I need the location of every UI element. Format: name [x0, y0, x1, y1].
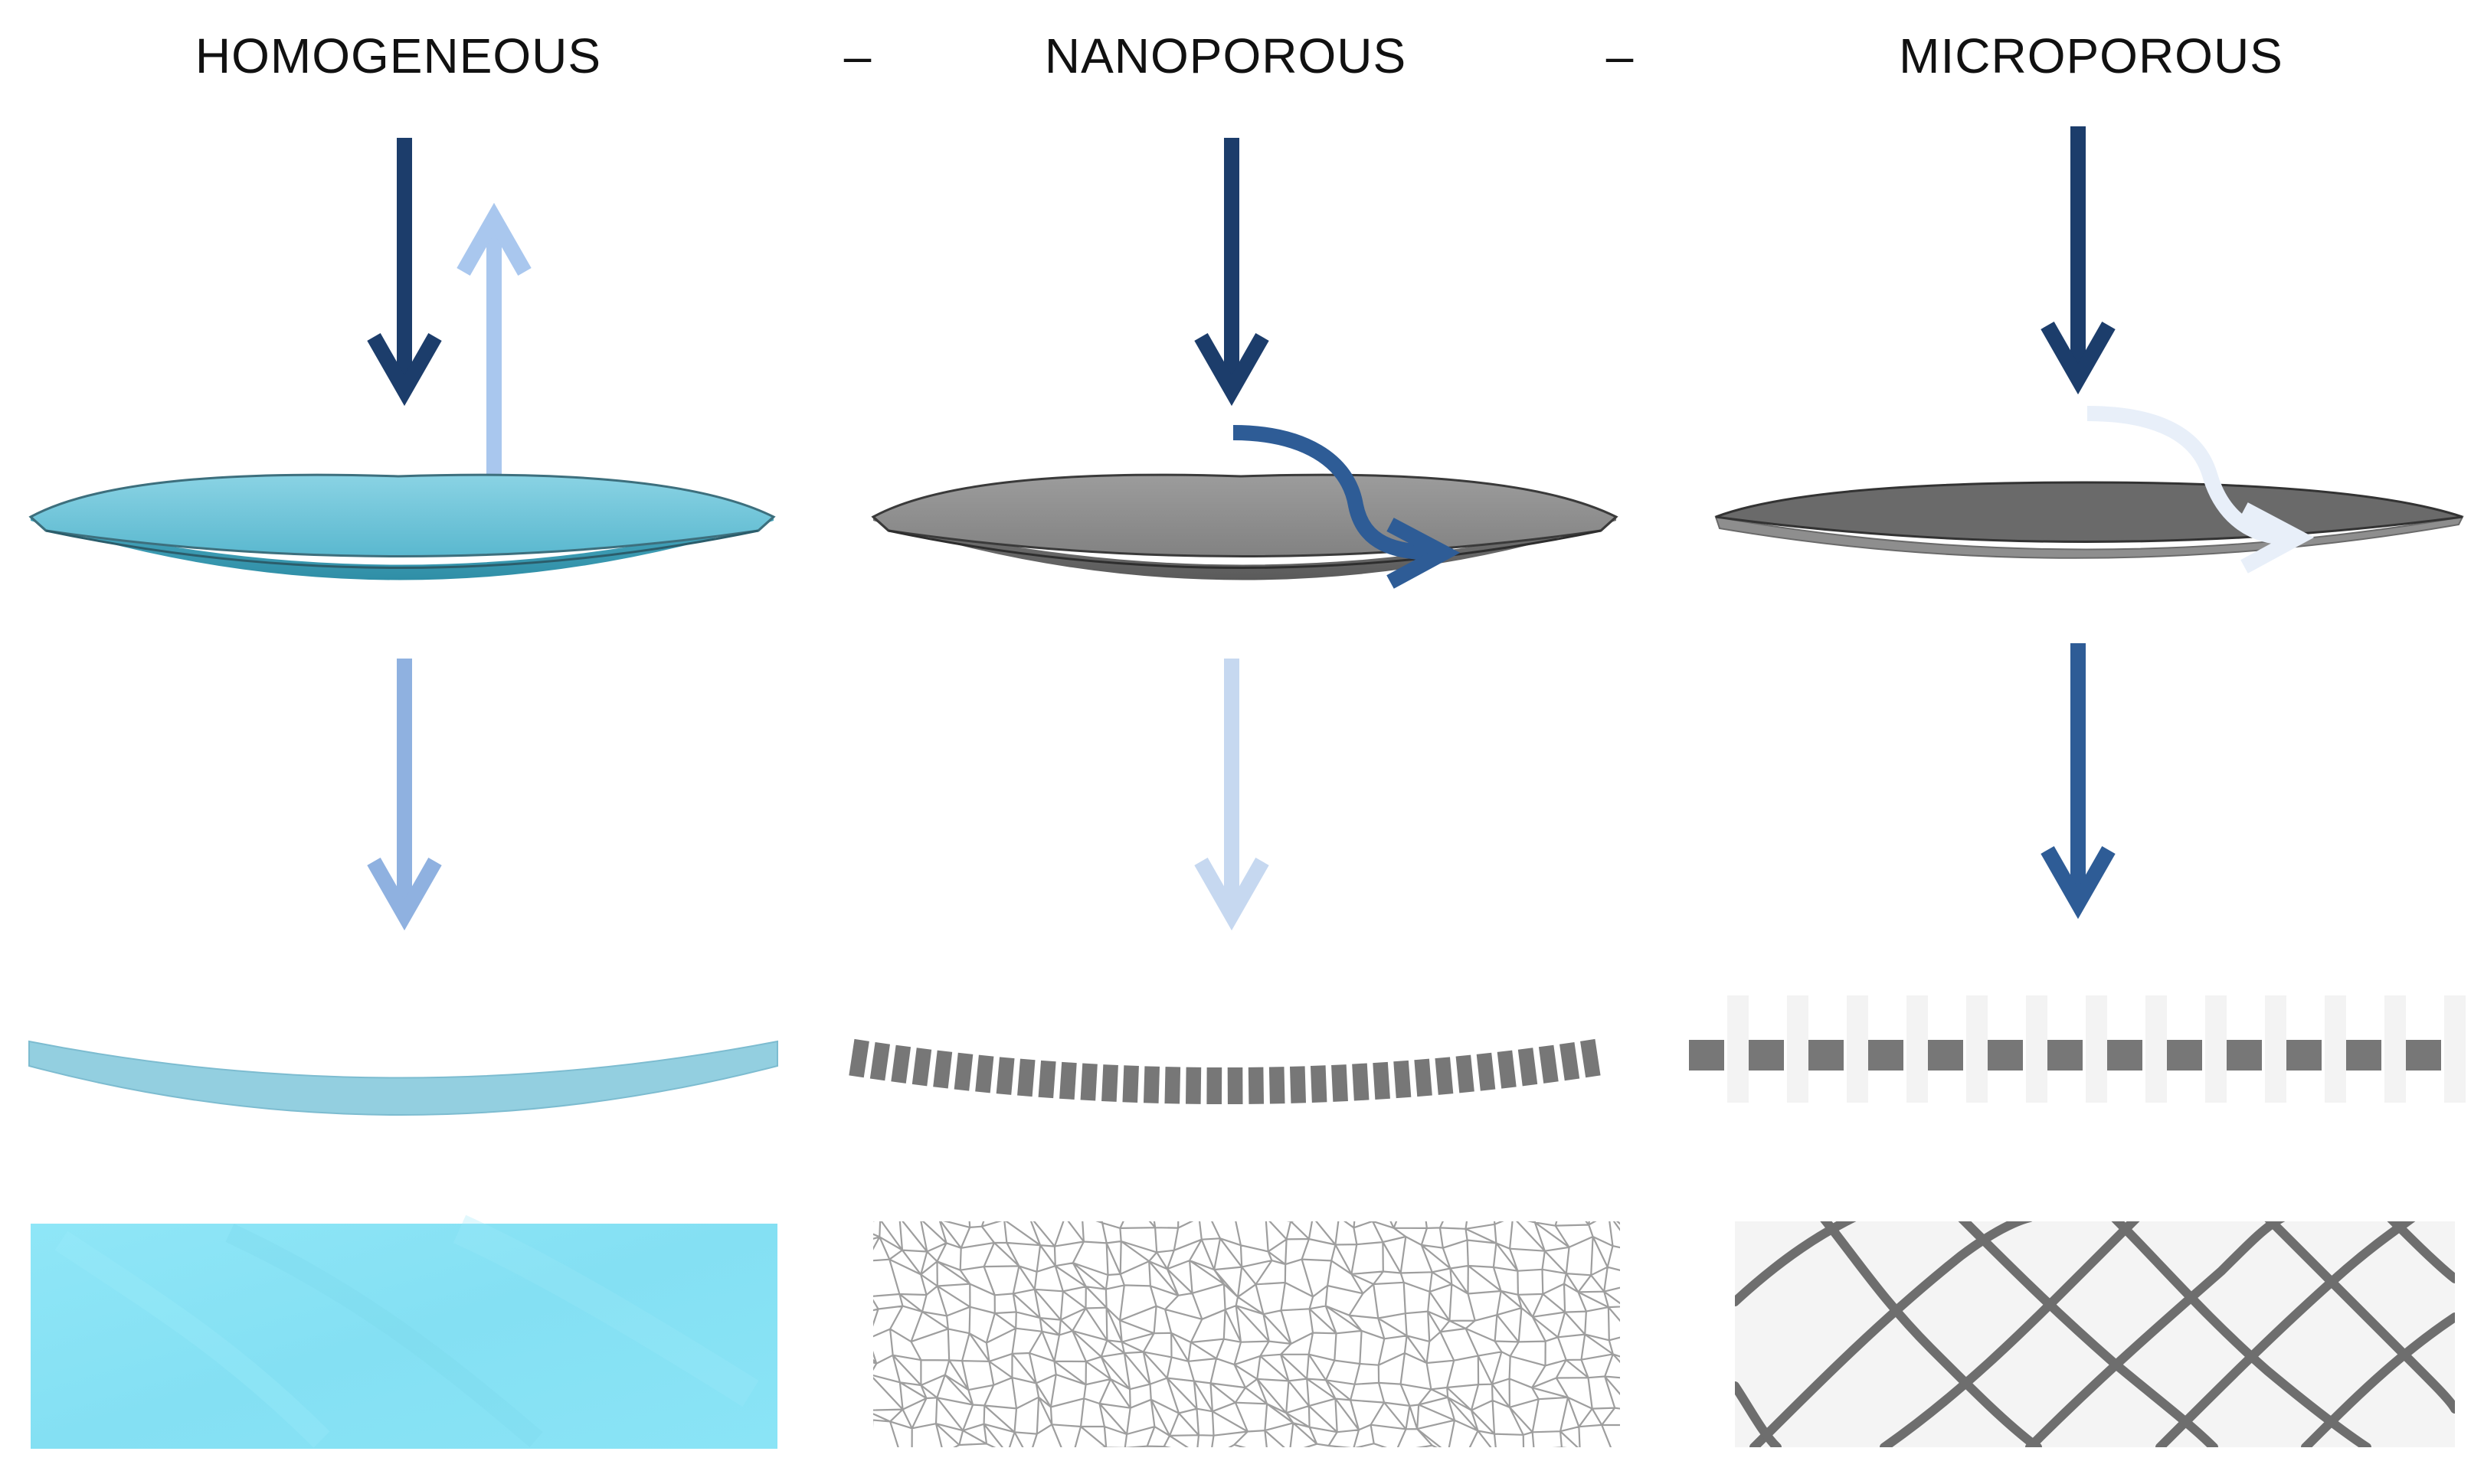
- lens-microporous: [1714, 481, 2464, 559]
- strip-segment: [1497, 1050, 1517, 1089]
- strip-segment: [2167, 1040, 2202, 1071]
- strip-segment: [1455, 1054, 1474, 1093]
- strip-segment: [1080, 1063, 1098, 1101]
- strip-segment: [954, 1052, 974, 1091]
- strip-segment: [1227, 1067, 1243, 1105]
- incident-arrow-microporous: [2041, 126, 2116, 395]
- strip-segment: [1414, 1058, 1432, 1097]
- strip-segment: [1017, 1058, 1036, 1097]
- faint-gap-shadow: [1906, 995, 1928, 1103]
- strip-segment: [1808, 1040, 1844, 1071]
- strip-segment: [1928, 1040, 1963, 1071]
- faint-gap-shadow: [2086, 995, 2107, 1103]
- strip-segment: [1476, 1052, 1496, 1091]
- faint-gap-shadow: [2325, 995, 2346, 1103]
- faint-gap-shadow: [2145, 995, 2167, 1103]
- cell-walls: [873, 1221, 1620, 1447]
- strip-segment: [1749, 1040, 1784, 1071]
- strip-segment: [869, 1041, 890, 1081]
- strip-segment: [1122, 1065, 1139, 1103]
- scattered-arrow-microporous: [2086, 406, 2315, 574]
- strip-segment: [891, 1044, 911, 1084]
- header-separator-1: –: [843, 28, 872, 83]
- strip-segment: [1101, 1064, 1118, 1102]
- faint-gap-shadow: [1966, 995, 1988, 1103]
- segmented-strip-microporous: [1689, 995, 2466, 1103]
- strip-segment: [1310, 1065, 1327, 1103]
- header-homogeneous: HOMOGENEOUS: [195, 28, 602, 83]
- strip-segment: [2346, 1040, 2381, 1071]
- faint-gap-shadow: [1727, 995, 1749, 1103]
- faint-gap-shadow: [1787, 995, 1808, 1103]
- faint-gap-shadow: [2205, 995, 2227, 1103]
- strip-segment: [1393, 1060, 1412, 1099]
- incident-arrow-nanoporous: [1194, 138, 1269, 407]
- faint-gap-shadow: [2265, 995, 2286, 1103]
- strip-segment: [1517, 1048, 1538, 1087]
- strip-segment: [1038, 1060, 1056, 1099]
- scattered-arrow-nanoporous: [1232, 425, 1461, 589]
- lens-nanoporous: [871, 473, 1618, 580]
- texture-homogeneous: [31, 1214, 777, 1449]
- segmented-strip-nanoporous: [849, 1038, 1601, 1105]
- strip-segment: [1059, 1061, 1077, 1100]
- strip-segment: [1331, 1064, 1348, 1102]
- strip-segment: [1289, 1066, 1307, 1103]
- strip-segment: [933, 1050, 953, 1089]
- strip-segment: [2227, 1040, 2262, 1071]
- header-nanoporous: NANOPOROUS: [1044, 28, 1407, 83]
- strip-segment: [2406, 1040, 2441, 1071]
- texture-microporous: [1735, 1221, 2455, 1447]
- strip-segment: [1559, 1041, 1580, 1081]
- strip-segment: [849, 1038, 869, 1078]
- strip-segment: [996, 1057, 1015, 1095]
- strip-segment: [1185, 1067, 1202, 1104]
- strip-segment: [1689, 1040, 1724, 1071]
- strip-segment: [1435, 1057, 1454, 1095]
- strip-segment: [911, 1048, 932, 1087]
- strip-segment: [1580, 1038, 1601, 1078]
- strip-segment: [1206, 1067, 1222, 1105]
- header-microporous: MICROPOROUS: [1899, 28, 2283, 83]
- strip-segment: [1988, 1040, 2023, 1071]
- incident-arrow-homogeneous: [367, 138, 442, 407]
- strip-segment: [1143, 1066, 1160, 1103]
- strip-segment: [2286, 1040, 2322, 1071]
- transmitted-arrow-microporous: [2041, 643, 2116, 920]
- transmitted-arrow-nanoporous: [1194, 659, 1269, 931]
- faint-gap-shadow: [2384, 995, 2406, 1103]
- strip-segment: [1248, 1067, 1265, 1104]
- faint-gap-shadow: [2026, 995, 2047, 1103]
- transmitted-arrow-homogeneous: [367, 659, 442, 931]
- bent-strip-homogeneous: [28, 1040, 778, 1116]
- faint-gap-shadow: [2444, 995, 2466, 1103]
- strip-segment: [1164, 1067, 1181, 1104]
- strip-segment: [975, 1054, 994, 1093]
- strip-segment: [2107, 1040, 2142, 1071]
- strip-segment: [1268, 1067, 1285, 1104]
- strip-segment: [1352, 1063, 1370, 1101]
- strip-segment: [2047, 1040, 2083, 1071]
- strip-segment: [1373, 1061, 1390, 1100]
- reflected-arrow-homogeneous: [457, 202, 532, 475]
- strip-segment: [1538, 1044, 1559, 1084]
- strip-segment: [1868, 1040, 1903, 1071]
- lens-homogeneous: [28, 473, 776, 580]
- texture-nanoporous: [873, 1221, 1620, 1447]
- faint-gap-shadow: [1847, 995, 1868, 1103]
- header-separator-2: –: [1605, 28, 1635, 83]
